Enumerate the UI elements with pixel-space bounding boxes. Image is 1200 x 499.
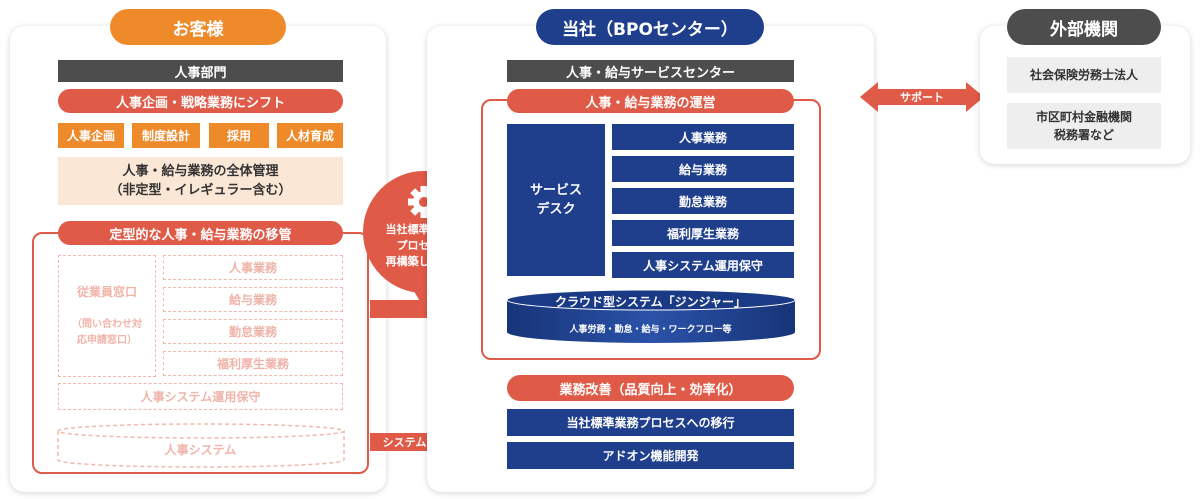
old-system-cylinder bbox=[57, 423, 345, 468]
employee-window-sub1: （問い合わせ対 bbox=[72, 318, 142, 330]
chip-recruiting: 採用 bbox=[209, 123, 269, 148]
overall-management-box: 人事・給与業務の全体管理 （非定型・イレギュラー含む） bbox=[58, 157, 343, 205]
cloud-system-cylinder bbox=[506, 289, 796, 343]
operations-title: 人事・給与業務の運営 bbox=[507, 89, 794, 113]
old-task-payroll: 給与業務 bbox=[163, 287, 343, 312]
customer-shift-bar: 人事企画・戦略業務にシフト bbox=[58, 89, 343, 113]
old-system-ops: 人事システム運用保守 bbox=[58, 383, 343, 410]
employee-window-title: 従業員窓口 bbox=[76, 285, 137, 300]
improvement-addon-development: アドオン機能開発 bbox=[507, 442, 794, 469]
external-municipal-line1: 市区町村金融機関 bbox=[1035, 110, 1132, 124]
external-municipal-line2: 税務署など bbox=[1053, 128, 1114, 142]
improvement-standard-process: 当社標準業務プロセスへの移行 bbox=[507, 409, 794, 436]
customer-dept-bar: 人事部門 bbox=[58, 60, 343, 82]
old-task-attendance: 勤怠業務 bbox=[163, 319, 343, 344]
external-municipal: 市区町村金融機関 税務署など bbox=[1007, 103, 1161, 149]
service-center-bar: 人事・給与サービスセンター bbox=[507, 60, 794, 82]
chip-hr-planning: 人事企画 bbox=[58, 123, 124, 148]
support-arrow bbox=[860, 82, 984, 112]
service-desk-line1: サービス bbox=[529, 182, 582, 198]
external-title: 外部機関 bbox=[1007, 9, 1161, 45]
support-label: サポート bbox=[900, 91, 944, 104]
bpo-task-welfare: 福利厚生業務 bbox=[612, 220, 794, 246]
cloud-system-title: クラウド型システム「ジンジャー」 bbox=[554, 294, 747, 309]
old-task-welfare: 福利厚生業務 bbox=[163, 351, 343, 376]
service-desk: サービス デスク bbox=[507, 124, 605, 276]
overall-management-line1: 人事・給与業務の全体管理 bbox=[122, 163, 279, 179]
chip-talent-development: 人材育成 bbox=[277, 123, 343, 148]
bpo-task-hr: 人事業務 bbox=[612, 124, 794, 150]
bpo-task-attendance: 勤怠業務 bbox=[612, 188, 794, 214]
improvement-title: 業務改善（品質向上・効率化） bbox=[507, 375, 794, 401]
cloud-system-subtitle: 人事労務・勤怠・給与・ワークフロー等 bbox=[569, 324, 732, 335]
bpo-task-payroll: 給与業務 bbox=[612, 156, 794, 182]
overall-management-line2: （非定型・イレギュラー含む） bbox=[109, 183, 292, 198]
bpo-task-system-ops: 人事システム運用保守 bbox=[612, 252, 794, 278]
employee-window: 従業員窓口 （問い合わせ対 応申請窓口） bbox=[58, 255, 156, 377]
chip-system-design: 制度設計 bbox=[132, 123, 200, 148]
transfer-title: 定型的な人事・給与業務の移管 bbox=[58, 221, 343, 245]
external-sr-firm: 社会保険労務士法人 bbox=[1007, 57, 1161, 93]
employee-window-sub2: 応申請窓口） bbox=[77, 334, 137, 346]
old-task-hr: 人事業務 bbox=[163, 255, 343, 280]
customer-title: お客様 bbox=[110, 9, 286, 45]
old-system-label: 人事システム bbox=[164, 442, 237, 457]
service-desk-line2: デスク bbox=[536, 202, 576, 217]
center-title: 当社（BPOセンター） bbox=[536, 9, 764, 45]
